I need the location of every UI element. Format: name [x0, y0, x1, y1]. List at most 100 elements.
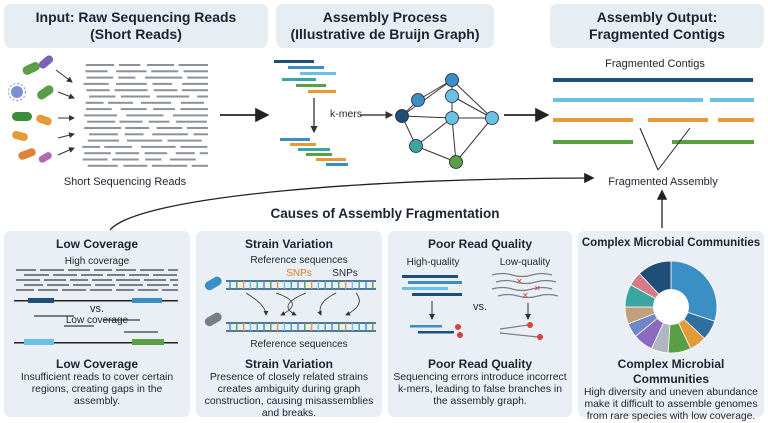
- read-dash: [151, 164, 188, 167]
- contig-line: [553, 78, 753, 82]
- read-dash: [145, 76, 183, 79]
- error-marks: ✕ ✕ ✕: [516, 277, 541, 300]
- read-dash: [83, 82, 109, 85]
- quality-svg: ✕ ✕ ✕: [402, 272, 559, 340]
- high-coverage-label: High coverage: [64, 256, 130, 267]
- panel-strain-variation: Strain Variation Reference sequences SNP…: [196, 231, 382, 420]
- read-dash: [156, 95, 190, 98]
- bacterium-icon: [38, 152, 52, 163]
- read-dash: [141, 145, 176, 148]
- svg-text:✕: ✕: [522, 291, 529, 300]
- read-dash: [84, 152, 111, 155]
- fragmented-contigs: [553, 78, 754, 144]
- contig-line: [672, 140, 754, 144]
- kmer-stack-bottom: [280, 138, 348, 166]
- read-dash: [152, 133, 188, 136]
- read-dash: [199, 152, 208, 155]
- read-dash: [115, 152, 140, 155]
- caption-title: Complex Microbial Communities: [617, 357, 725, 386]
- read-dash: [187, 76, 208, 79]
- read-dash: [123, 164, 148, 167]
- contig-line: [648, 118, 708, 122]
- low-coverage-reads: [34, 315, 158, 333]
- graph-node: [449, 155, 463, 169]
- graph-node: [445, 73, 459, 87]
- read-dash: [152, 82, 173, 85]
- read-dash: [181, 89, 208, 92]
- strain-svg: [204, 276, 376, 332]
- graph-node: [411, 93, 425, 107]
- read-dash: [116, 70, 147, 73]
- read-dash: [87, 139, 119, 142]
- header-output-line2: Fragmented Contigs: [588, 26, 726, 42]
- bacterium-icon: [12, 130, 28, 142]
- read-dash: [116, 82, 147, 85]
- caption-title: Poor Read Quality: [427, 357, 533, 371]
- read-dash: [148, 120, 170, 123]
- read-dash: [186, 127, 208, 129]
- community-donut: [624, 260, 718, 354]
- graph-node: [409, 139, 423, 153]
- read-dash: [147, 64, 175, 66]
- contig-line: [718, 118, 754, 122]
- top-diagram: [8, 55, 754, 231]
- panel-title: Poor Read Quality: [427, 237, 533, 251]
- header-input-line2: (Short Reads): [90, 26, 182, 42]
- read-dash: [145, 158, 162, 161]
- reference-helix-bottom: [226, 322, 376, 332]
- header-input-line1: Input: Raw Sequencing Reads: [35, 9, 237, 25]
- header-process-line2: (Illustrative de Bruijn Graph): [290, 26, 480, 42]
- panel-title: Strain Variation: [244, 237, 334, 251]
- vs-label: vs.: [89, 303, 105, 315]
- read-dash: [182, 82, 208, 85]
- pointer-line: [657, 127, 691, 171]
- coverage-svg: [14, 269, 178, 345]
- read-dash: [87, 120, 116, 123]
- bacterium-icon: [36, 114, 52, 126]
- caption-text: High diversity and uneven abundance make…: [584, 387, 758, 422]
- read-dash: [82, 158, 108, 161]
- bacteria-group: [8, 55, 54, 163]
- low-coverage-label: Low coverage: [65, 315, 129, 326]
- read-dash: [197, 95, 208, 98]
- read-dash: [118, 76, 136, 79]
- read-dash: [141, 101, 172, 104]
- read-dash: [153, 89, 178, 92]
- read-dash: [119, 120, 143, 123]
- read-dash: [87, 164, 118, 167]
- kmers-label: k-mers: [330, 108, 363, 120]
- read-dash: [151, 70, 179, 73]
- graph-edge: [401, 79, 453, 117]
- svg-text:✕: ✕: [534, 284, 541, 293]
- panel-caption: Complex Microbial Communities High diver…: [582, 357, 760, 423]
- reference-top-label: Reference sequences: [250, 255, 348, 266]
- read-dash: [82, 145, 101, 148]
- read-dash: [114, 89, 148, 92]
- fragmented-contigs-label: Fragmented Contigs: [605, 58, 705, 70]
- read-dash: [126, 114, 164, 117]
- reference-bottom-label: Reference sequences: [250, 339, 348, 350]
- read-dash: [191, 164, 208, 167]
- header-output-line1: Assembly Output:: [596, 9, 718, 25]
- panel-read-quality: Poor Read Quality High-quality Low-quali…: [388, 231, 572, 417]
- header-output: Assembly Output: Fragmented Contigs: [550, 4, 764, 48]
- panel-complex-communities: Complex Microbial Communities Complex Mi…: [578, 231, 764, 422]
- low-quality-label: Low-quality: [499, 257, 551, 268]
- read-dash: [112, 158, 139, 161]
- read-dash: [85, 64, 115, 66]
- reference-helix-top: [226, 280, 376, 290]
- header-process-line1: Assembly Process: [322, 9, 448, 25]
- read-dash: [89, 133, 118, 136]
- read-dash: [156, 127, 183, 129]
- short-reads: [82, 64, 208, 167]
- panel-caption: Strain Variation Presence of closely rel…: [200, 357, 378, 420]
- header-input: Input: Raw Sequencing Reads (Short Reads…: [4, 4, 268, 48]
- read-dash: [175, 152, 195, 155]
- read-dash: [86, 89, 110, 92]
- read-dash: [120, 95, 151, 98]
- graph-edge: [455, 117, 493, 163]
- vs-label: vs.: [472, 301, 488, 313]
- read-dash: [153, 108, 175, 111]
- false-branch-left: [455, 324, 463, 338]
- read-dash: [89, 95, 116, 98]
